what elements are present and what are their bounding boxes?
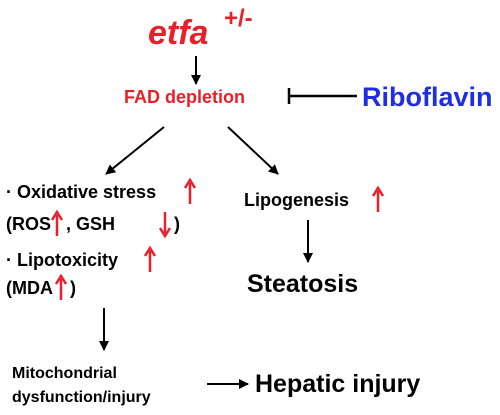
gene-node: etfa +/-	[148, 5, 253, 52]
gene-name: etfa	[148, 14, 208, 52]
up-arrow-icon	[50, 209, 64, 236]
lipogenesis-label: Lipogenesis	[244, 190, 349, 210]
up-arrow-icon	[371, 185, 385, 212]
ros-label: (ROS	[6, 214, 51, 234]
mito-label-line2: dysfunction/injury	[12, 389, 151, 406]
oxidative-close-paren: )	[174, 214, 180, 234]
oxidative-stress-label: · Oxidative stress	[6, 182, 156, 202]
steatosis-label: Steatosis	[247, 270, 358, 298]
fad-depletion-label: FAD depletion	[124, 87, 245, 107]
up-arrow-icon	[183, 177, 197, 204]
up-arrow-icon	[143, 245, 157, 272]
mito-label-line1: Mitochondrial	[12, 365, 117, 382]
lipotoxicity-close-paren: )	[70, 278, 76, 298]
down-arrow-icon	[158, 212, 172, 239]
arrow-fad-to-oxidative	[105, 126, 165, 175]
inhibition-bar-icon	[287, 88, 357, 104]
hepatic-injury-label: Hepatic injury	[255, 370, 420, 398]
gsh-label: , GSH	[66, 214, 115, 234]
lipotoxicity-label: · Lipotoxicity	[6, 250, 118, 270]
up-arrow-icon	[54, 273, 68, 300]
riboflavin-label: Riboflavin	[362, 82, 493, 112]
arrow-fad-to-lipogenesis	[227, 126, 279, 175]
mda-label: (MDA	[6, 278, 53, 298]
gene-superscript: +/-	[224, 5, 253, 32]
